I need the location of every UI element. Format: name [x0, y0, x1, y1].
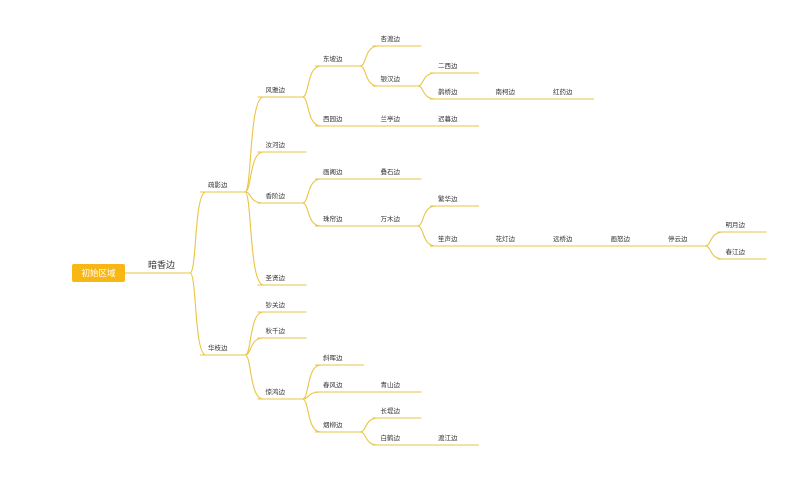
connector-line [302, 96, 322, 127]
node-label[interactable]: 花灯边 [496, 234, 516, 243]
node-label[interactable]: 东坡边 [323, 54, 343, 63]
node-label[interactable]: 万木边 [381, 214, 401, 223]
node-label[interactable]: 画阁边 [323, 167, 343, 176]
connector-line [244, 354, 264, 400]
connector-line [417, 205, 437, 227]
connector-line [704, 231, 724, 247]
node-label[interactable]: 斜晖边 [323, 353, 343, 362]
node-label[interactable]: 白鹤边 [381, 433, 401, 442]
node-label[interactable]: 繁华边 [438, 194, 458, 203]
connector-line [244, 191, 264, 286]
connector-line [417, 85, 437, 100]
node-label[interactable]: 杏渡边 [381, 34, 401, 43]
node-label[interactable]: 长堤边 [381, 406, 401, 415]
node-label[interactable]: 疏影边 [208, 180, 228, 189]
node-label[interactable]: 银汉边 [381, 74, 401, 83]
connector-line [302, 65, 322, 98]
node-label[interactable]: 渡江边 [438, 433, 458, 442]
connectors [125, 45, 767, 446]
node-label[interactable]: 笙声边 [438, 234, 458, 243]
node-label[interactable]: 钞关边 [266, 300, 286, 309]
node-label[interactable]: 叠石边 [381, 168, 401, 176]
node-label[interactable]: 红药边 [553, 87, 573, 96]
connector-line [359, 417, 379, 433]
connector-line [244, 311, 264, 356]
connector-line [359, 431, 379, 446]
node-label[interactable]: 二西边 [438, 62, 458, 70]
connector-line [302, 202, 322, 227]
connector-line [302, 398, 322, 433]
node-label[interactable]: 暗香边 [148, 259, 175, 271]
connector-line [417, 225, 437, 247]
node-label[interactable]: 西园边 [323, 115, 343, 123]
root-node[interactable]: 初始区域 [72, 264, 125, 282]
connector-line [704, 245, 724, 260]
node-label[interactable]: 明月边 [726, 221, 746, 229]
node-label[interactable]: 停云边 [668, 234, 688, 243]
node-label[interactable]: 圣贤边 [266, 273, 286, 282]
node-label[interactable]: 迟暮边 [438, 114, 458, 123]
node-label[interactable]: 华枝边 [208, 343, 228, 352]
connector-line [417, 72, 437, 87]
node-label[interactable]: 南柯边 [496, 87, 516, 96]
node-label[interactable]: 风雅边 [266, 86, 286, 94]
connector-line [359, 45, 379, 67]
node-label[interactable]: 汝河边 [266, 140, 286, 149]
root-label: 初始区域 [81, 268, 116, 279]
connector-line [302, 178, 322, 204]
node-label[interactable]: 香阶边 [266, 191, 286, 200]
node-label[interactable]: 珠帘边 [323, 214, 343, 223]
connector-line [302, 364, 322, 400]
root-box[interactable] [72, 264, 125, 282]
node-label[interactable]: 春江边 [726, 247, 746, 256]
connector-line [359, 65, 379, 87]
node-label[interactable]: 惊鸿边 [266, 387, 286, 396]
connector-line [244, 151, 264, 193]
connector-line [244, 96, 264, 193]
node-label[interactable]: 青山边 [381, 380, 401, 389]
node-label[interactable]: 画怒边 [611, 234, 631, 243]
connector-line [189, 191, 207, 274]
connector-line [189, 272, 207, 356]
node-label[interactable]: 远桥边 [553, 234, 573, 243]
node-label[interactable]: 春风边 [323, 380, 343, 389]
node-label[interactable]: 兰亭边 [381, 114, 401, 123]
node-label[interactable]: 秋千边 [266, 326, 286, 335]
node-label[interactable]: 鹊桥边 [438, 87, 458, 96]
node-label[interactable]: 烟柳边 [323, 420, 343, 429]
